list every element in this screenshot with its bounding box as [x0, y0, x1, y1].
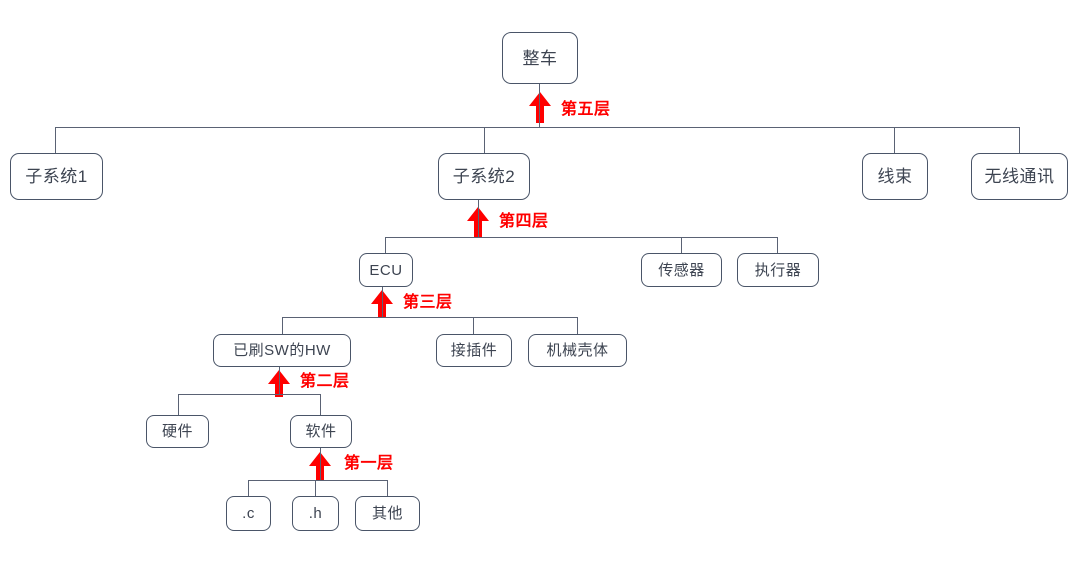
node-subsystem1[interactable]: 子系统1 [10, 153, 103, 200]
node-subsystem1-label: 子系统1 [25, 167, 88, 186]
node-mech-housing-label: 机械壳体 [546, 342, 609, 359]
edge-flashed-hw-down [279, 367, 281, 395]
node-file-c-label: .c [242, 505, 255, 522]
edge-drop-file-h [315, 480, 317, 496]
edge-level1-bus [178, 394, 321, 396]
layer2-label: 第二层 [300, 373, 350, 390]
node-harness-label: 线束 [877, 167, 913, 186]
node-ecu-label: ECU [369, 261, 403, 279]
node-software-label: 软件 [305, 423, 337, 440]
edge-leaf-bus [248, 480, 388, 482]
edge-drop-hardware [178, 394, 180, 415]
node-file-c[interactable]: .c [226, 496, 271, 531]
node-connector-label: 接插件 [450, 342, 498, 359]
node-file-h[interactable]: .h [292, 496, 339, 531]
edge-level3-bus [385, 237, 778, 239]
node-flashed-hw-label: 已刷SW的HW [233, 342, 331, 359]
node-hardware[interactable]: 硬件 [146, 415, 209, 448]
node-ecu[interactable]: ECU [359, 253, 413, 287]
node-file-h-label: .h [308, 505, 323, 522]
layer4-label: 第四层 [499, 213, 549, 230]
node-mech-housing[interactable]: 机械壳体 [528, 334, 627, 367]
node-other-label: 其他 [371, 505, 403, 522]
edge-level4-bus [55, 127, 1020, 129]
node-actuator-label: 执行器 [754, 261, 802, 279]
node-wireless[interactable]: 无线通讯 [971, 153, 1068, 200]
node-sensor[interactable]: 传感器 [641, 253, 722, 287]
node-connector[interactable]: 接插件 [436, 334, 512, 367]
edge-drop-file-c [248, 480, 250, 496]
layer3-label: 第三层 [403, 294, 453, 311]
edge-subsystem2-down [478, 200, 480, 238]
node-harness[interactable]: 线束 [862, 153, 928, 200]
edge-drop-ecu [385, 237, 387, 254]
edge-drop-subsystem2 [484, 127, 486, 153]
node-subsystem2-label: 子系统2 [452, 167, 516, 186]
edge-drop-harness [894, 127, 896, 153]
node-vehicle[interactable]: 整车 [502, 32, 578, 84]
node-vehicle-label: 整车 [522, 48, 558, 68]
edge-drop-connector [473, 317, 475, 334]
edge-drop-sensor [681, 237, 683, 254]
node-flashed-hw[interactable]: 已刷SW的HW [213, 334, 351, 367]
node-hardware-label: 硬件 [161, 423, 193, 440]
edge-level2-bus [282, 317, 578, 319]
edge-drop-software [320, 394, 322, 415]
layer1-label: 第一层 [344, 455, 394, 472]
node-actuator[interactable]: 执行器 [737, 253, 819, 287]
node-software[interactable]: 软件 [290, 415, 352, 448]
edge-vehicle-down [539, 84, 541, 127]
node-other[interactable]: 其他 [355, 496, 420, 531]
edge-ecu-down [382, 287, 384, 318]
edge-drop-flashed-hw [282, 317, 284, 334]
edge-drop-wireless [1019, 127, 1021, 153]
node-subsystem2[interactable]: 子系统2 [438, 153, 530, 200]
node-sensor-label: 传感器 [658, 261, 705, 279]
edge-drop-subsystem1 [55, 127, 57, 153]
layer5-label: 第五层 [561, 101, 611, 118]
edge-drop-other [387, 480, 389, 496]
edge-drop-actuator [777, 237, 779, 254]
node-wireless-label: 无线通讯 [984, 167, 1055, 186]
edge-software-down [320, 448, 322, 481]
edge-drop-mech-housing [577, 317, 579, 334]
